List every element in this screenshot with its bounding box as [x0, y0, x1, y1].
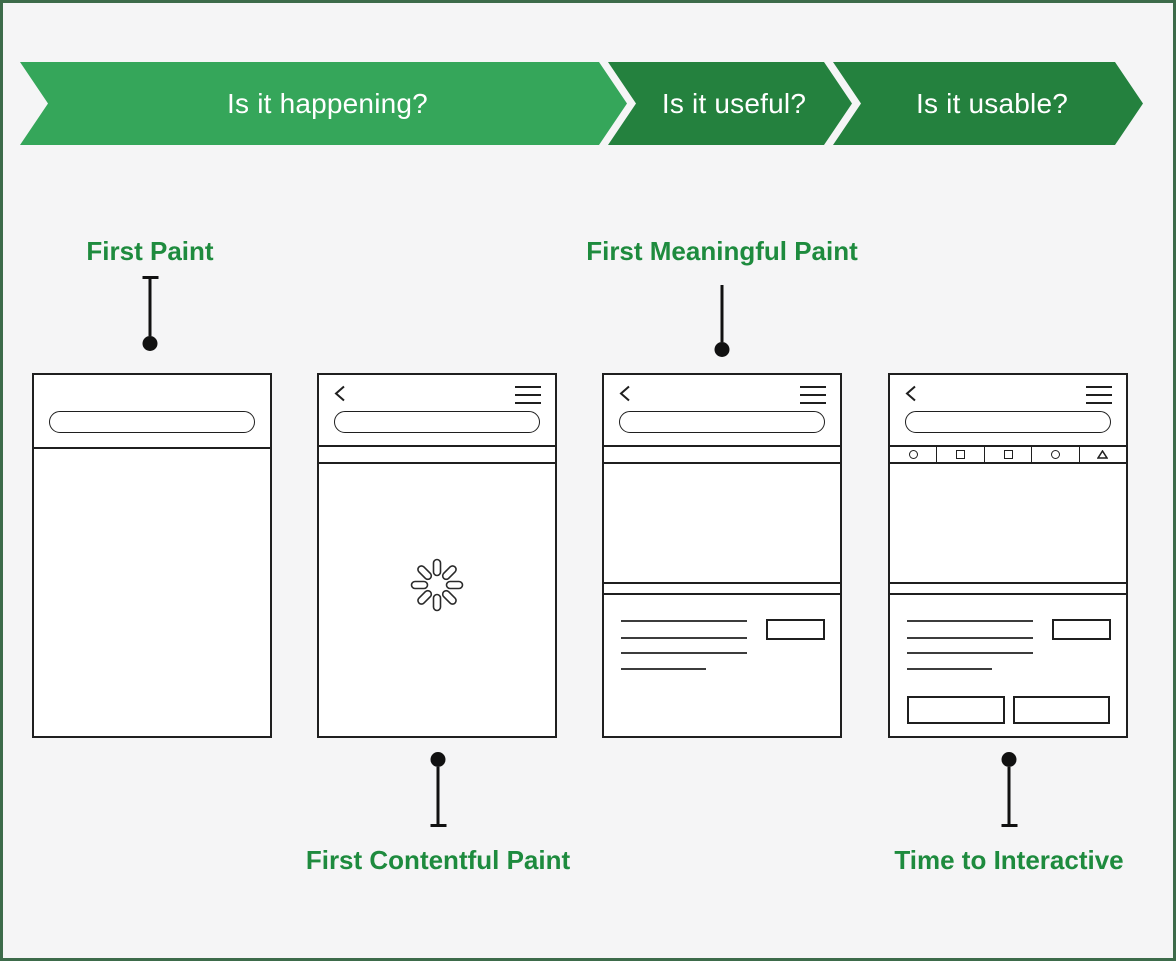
connector-dot	[1001, 752, 1017, 767]
text-line-placeholder	[621, 620, 747, 622]
text-line-placeholder	[907, 620, 1033, 622]
text-line-placeholder	[907, 652, 1033, 654]
tab-cell	[937, 447, 985, 462]
banner-segment-happening: Is it happening?	[20, 62, 627, 145]
button-placeholder	[766, 619, 825, 640]
label-time-to-interactive: Time to Interactive	[894, 845, 1124, 875]
connector-first-meaningful-paint	[714, 285, 731, 357]
banner-segment-useful: Is it useful?	[608, 62, 852, 145]
hero-placeholder	[604, 462, 840, 584]
toolbar-strip	[319, 447, 555, 464]
label-first-contentful-paint: First Contentful Paint	[305, 845, 571, 875]
browser-header	[890, 375, 1126, 447]
connector-first-paint	[142, 276, 159, 351]
browser-header	[604, 375, 840, 447]
tab-cell	[985, 447, 1033, 462]
tab-cell	[890, 447, 938, 462]
circle-icon	[908, 450, 918, 459]
connector-stem	[148, 279, 152, 336]
connector-cap	[142, 276, 158, 279]
banner-segment-label: Is it happening?	[227, 87, 428, 119]
back-icon	[334, 385, 345, 402]
phone-mockup-first-meaningful-paint	[602, 373, 842, 738]
banner-segment-label: Is it useful?	[661, 87, 807, 119]
connector-stem	[436, 767, 440, 824]
url-bar	[49, 411, 255, 433]
url-bar	[619, 411, 825, 433]
button-placeholder	[1013, 696, 1110, 724]
tab-cell	[1032, 447, 1080, 462]
connector-first-contentful-paint	[430, 752, 447, 827]
spinner-icon	[410, 558, 464, 612]
phone-mockup-time-to-interactive	[888, 373, 1128, 738]
connector-time-to-interactive	[1001, 752, 1018, 827]
phone-mockup-first-contentful-paint	[317, 373, 557, 738]
banner-segment-usable: Is it usable?	[833, 62, 1143, 145]
toolbar-strip	[604, 447, 840, 464]
banner-segment-label: Is it usable?	[915, 87, 1069, 119]
connector-cap	[430, 824, 446, 827]
connector-stem	[1007, 767, 1011, 824]
text-line-placeholder	[907, 668, 992, 670]
menu-icon	[1086, 386, 1112, 404]
button-placeholder	[1052, 619, 1111, 640]
connector-stem	[720, 285, 724, 342]
content-section	[890, 593, 1126, 736]
label-first-paint: First Paint	[86, 236, 214, 266]
connector-dot	[142, 336, 158, 351]
back-icon	[905, 385, 916, 402]
connector-dot	[714, 342, 730, 357]
url-bar	[905, 411, 1111, 433]
square-icon	[956, 450, 966, 459]
tab-bar	[890, 447, 1126, 464]
content-section	[604, 593, 840, 736]
browser-header	[319, 375, 555, 447]
connector-cap	[1001, 824, 1017, 827]
url-bar	[334, 411, 540, 433]
square-icon	[1003, 450, 1013, 459]
circle-icon	[1050, 450, 1060, 459]
label-first-meaningful-paint: First Meaningful Paint	[586, 236, 858, 266]
button-placeholder	[907, 696, 1005, 724]
menu-icon	[515, 386, 541, 404]
triangle-icon	[1097, 450, 1109, 459]
text-line-placeholder	[621, 637, 747, 639]
back-icon	[619, 385, 630, 402]
text-line-placeholder	[907, 637, 1033, 639]
browser-header	[34, 375, 270, 449]
text-line-placeholder	[621, 668, 706, 670]
text-line-placeholder	[621, 652, 747, 654]
hero-placeholder	[890, 462, 1126, 584]
connector-dot	[430, 752, 446, 767]
menu-icon	[800, 386, 826, 404]
phone-mockup-first-paint	[32, 373, 272, 738]
tab-cell	[1080, 447, 1126, 462]
